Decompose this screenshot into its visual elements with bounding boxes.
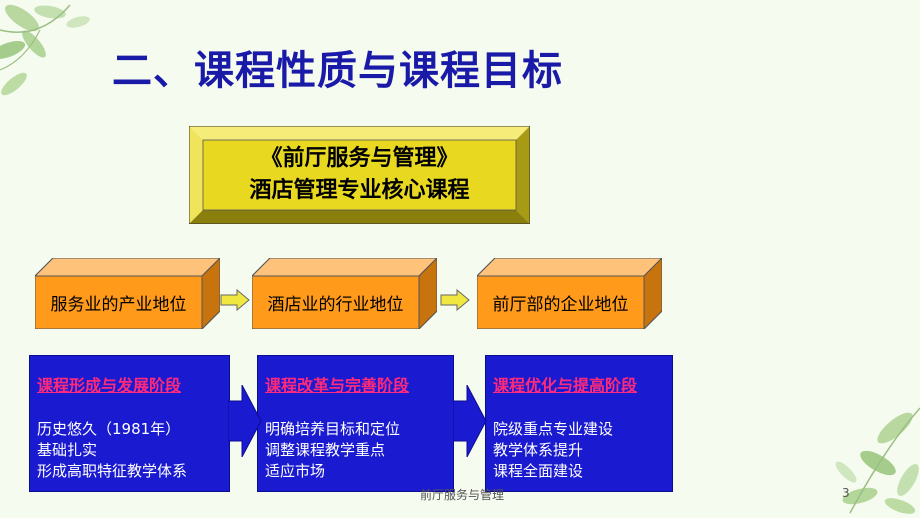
position-box-shape [252,258,437,329]
stage-title: 课程改革与完善阶段 [265,376,410,395]
page-number: 3 [842,486,850,500]
course-role: 酒店管理专业核心课程 [249,178,470,203]
right-arrow-icon [440,289,470,311]
right-arrow-icon [453,385,487,457]
right-arrow-icon [220,289,250,311]
core-course-bevel-box [189,126,530,224]
stage-box-2: 课程改革与完善阶段 明确培养目标和定位 调整课程教学重点 适应市场 [257,355,454,492]
position-industry: 服务业的产业地位 [50,294,187,315]
position-sector: 酒店业的行业地位 [267,294,404,315]
stage-title: 课程形成与发展阶段 [37,376,182,395]
stage-line: 历史悠久（1981年） [37,420,181,438]
leaf-decoration-top-left [0,4,90,96]
stage-title: 课程优化与提高阶段 [493,376,638,395]
course-name: 《前厅服务与管理》 [260,146,459,171]
position-box-shape [477,258,662,329]
page-title: 二、课程性质与课程目标 [112,48,563,94]
position-enterprise: 前厅部的企业地位 [492,294,629,315]
stage-box-1: 课程形成与发展阶段 历史悠久（1981年） 基础扎实 形成高职特征教学体系 [29,355,230,492]
stage-line: 明确培养目标和定位 [265,420,401,438]
stage-line: 教学体系提升 [493,441,584,459]
position-box-shape [35,258,220,329]
stage-line: 调整课程教学重点 [265,441,386,459]
right-arrow-icon [228,385,262,457]
stage-line: 适应市场 [265,462,326,480]
stage-line: 课程全面建设 [493,462,584,480]
core-course-label: 《前厅服务与管理》 酒店管理专业核心课程 [189,126,530,224]
stage-line: 基础扎实 [37,441,98,459]
stage-line: 院级重点专业建设 [493,420,614,438]
stage-box-3: 课程优化与提高阶段 院级重点专业建设 教学体系提升 课程全面建设 [485,355,673,492]
stage-line: 形成高职特征教学体系 [37,462,188,480]
footer-text: 前厅服务与管理 [420,488,505,502]
leaf-decoration-bottom-right [835,407,920,514]
